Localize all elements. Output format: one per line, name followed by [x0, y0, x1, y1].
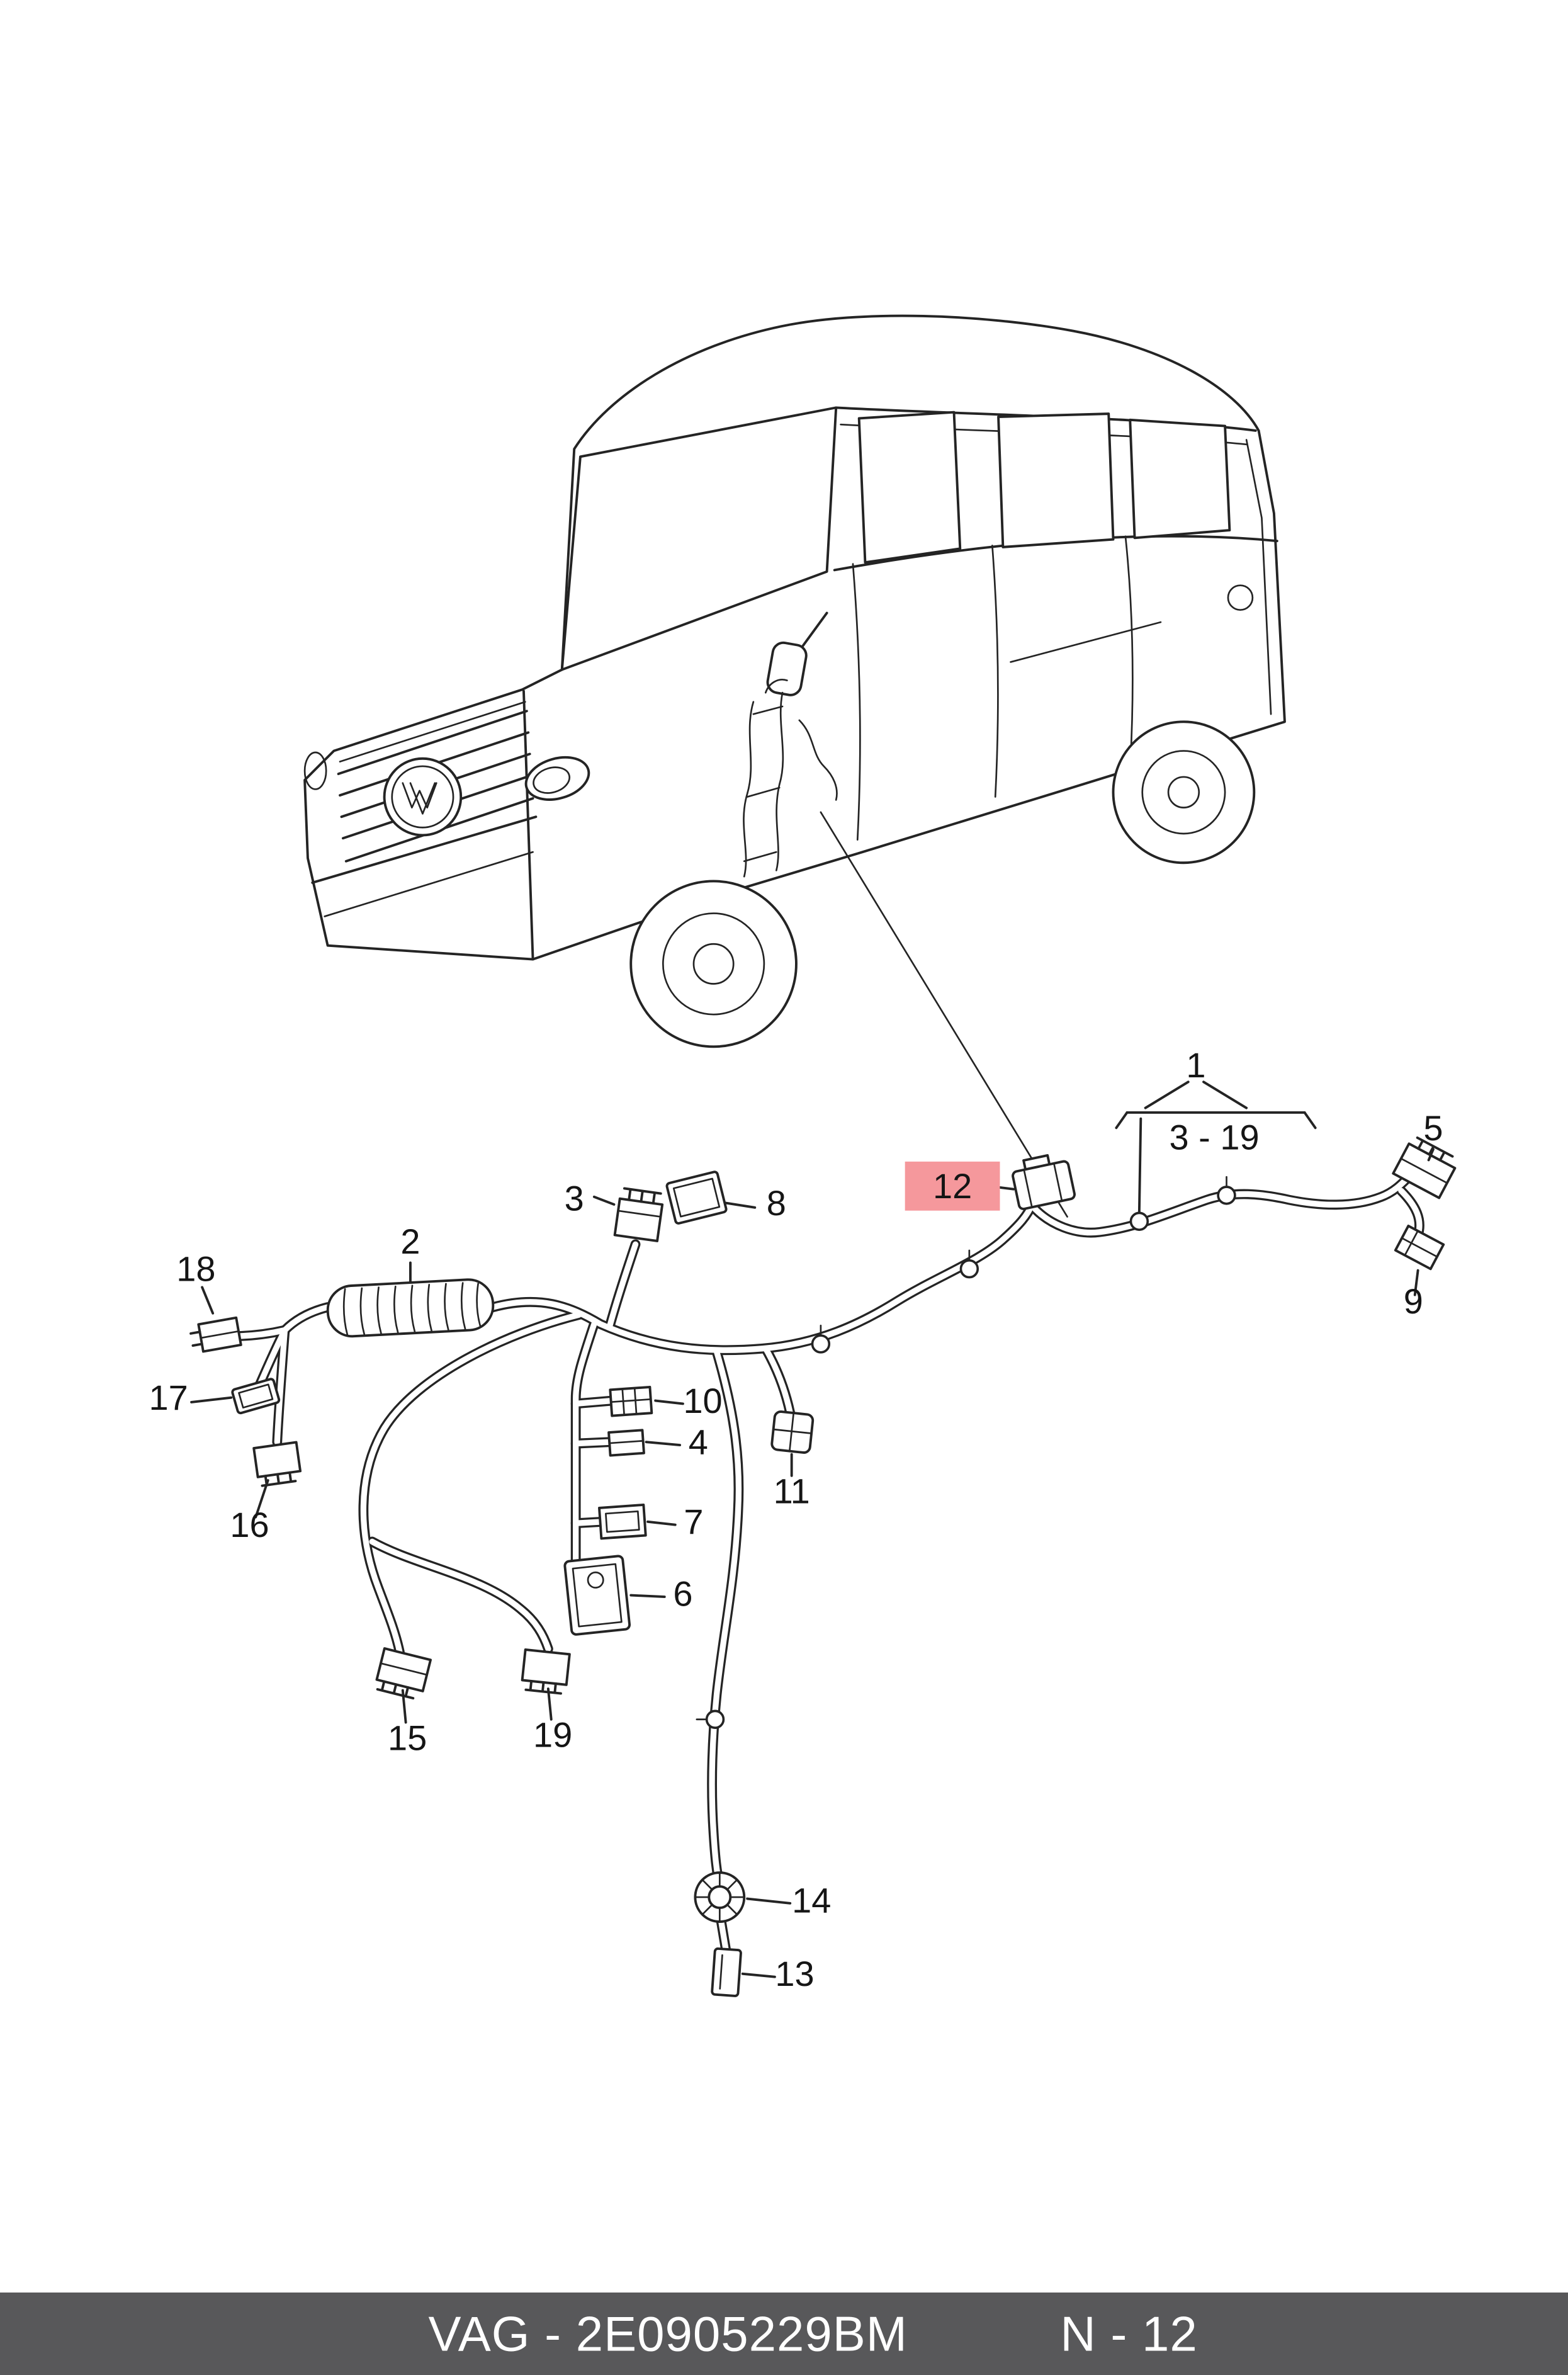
fuel-cap: [1227, 584, 1254, 611]
callout-2[interactable]: 2: [400, 1222, 420, 1261]
side-window: [857, 411, 962, 564]
part-9-connector: [1394, 1224, 1445, 1271]
callout-1[interactable]: 1: [1186, 1045, 1205, 1085]
callout-19[interactable]: 19: [533, 1715, 572, 1755]
part-17-connector: [231, 1378, 281, 1415]
callout-leader-lines: [190, 1080, 1435, 1978]
part-6-module: [563, 1555, 631, 1636]
part-11-connector: [770, 1410, 815, 1454]
part-12-connector: [1012, 1154, 1076, 1210]
callout-4[interactable]: 4: [689, 1422, 708, 1462]
footer-part-number: VAG - 2E0905229BM: [428, 2306, 908, 2361]
part-19-connector: [521, 1648, 571, 1695]
part-3-connector: [613, 1187, 664, 1242]
part-15-connector: [375, 1647, 432, 1700]
van-illustration: [303, 314, 1286, 1048]
callout-5[interactable]: 5: [1423, 1108, 1443, 1148]
part-18-connector: [189, 1316, 242, 1353]
part-4-connector: [607, 1429, 645, 1457]
callout-18[interactable]: 18: [176, 1249, 215, 1289]
callout-3[interactable]: 3: [565, 1179, 584, 1218]
side-mirror: [766, 611, 828, 696]
part-5-connector: [1392, 1136, 1457, 1199]
side-window: [997, 412, 1115, 548]
callout-10[interactable]: 10: [683, 1381, 722, 1420]
callout-layer: 1 3 - 19 5 9 12 3 8 2 18 17 16 104 7 6 11 15 19 14 13: [149, 1045, 1443, 1993]
cable-clips: [696, 1176, 1236, 1729]
part-10-connector: [609, 1385, 653, 1417]
van-harness-squiggle: [743, 679, 838, 878]
callout-3-19[interactable]: 3 - 19: [1170, 1117, 1260, 1157]
footer-bar: VAG - 2E0905229BM N - 12: [0, 2293, 1568, 2375]
front-wheel: [629, 880, 798, 1048]
part-14-grommet: [694, 1871, 746, 1923]
headlight: [303, 751, 327, 790]
callout-13[interactable]: 13: [775, 1954, 814, 1993]
part-16-connector: [252, 1441, 302, 1487]
callout-9[interactable]: 9: [1404, 1281, 1423, 1321]
callout-7[interactable]: 7: [684, 1502, 703, 1541]
detail-leader-line: [820, 811, 1068, 1218]
headlight: [524, 756, 590, 801]
footer-page-code: N - 12: [1060, 2306, 1198, 2361]
callout-11[interactable]: 11: [774, 1471, 810, 1511]
side-window: [1129, 418, 1231, 540]
callout-14[interactable]: 14: [792, 1880, 831, 1920]
callout-6[interactable]: 6: [673, 1574, 692, 1614]
callout-15[interactable]: 15: [388, 1718, 427, 1757]
windshield: [560, 406, 838, 671]
callout-8[interactable]: 8: [767, 1183, 786, 1223]
part-2-corrugated-tube: [326, 1278, 495, 1338]
vw-logo: [383, 757, 463, 837]
parts-diagram-canvas: 1 3 - 19 5 9 12 3 8 2 18 17 16 104 7 6 11 15 19 14 13: [149, 314, 1457, 1997]
rear-wheel: [1112, 720, 1256, 864]
part-8-plate: [665, 1170, 728, 1225]
callout-highlight-12: [905, 1161, 1000, 1211]
callout-12[interactable]: 12: [933, 1166, 972, 1206]
callout-17[interactable]: 17: [149, 1378, 188, 1417]
part-7-connector: [598, 1504, 647, 1540]
callout-16[interactable]: 16: [230, 1505, 269, 1545]
part-13-plate: [711, 1947, 742, 1997]
